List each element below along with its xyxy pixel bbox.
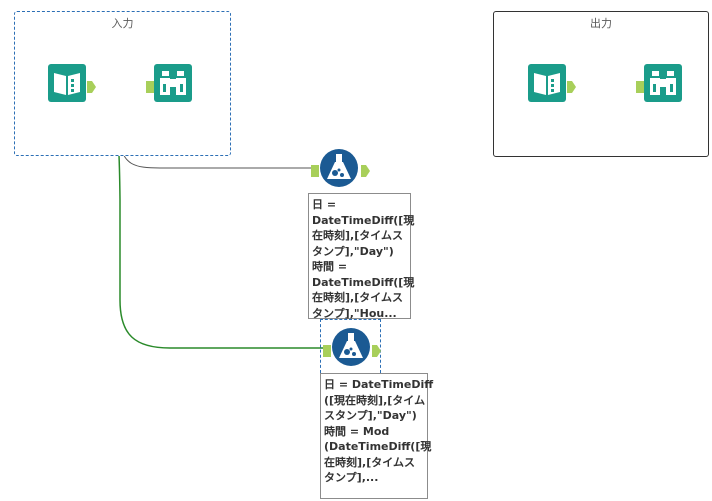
annotation-line: ([現在時刻],[タイム <box>324 393 426 407</box>
annotation-line: 日 = DateTimeDiff <box>324 378 434 391</box>
formula1-output-anchor[interactable] <box>361 162 370 181</box>
annotation-line: 時間 = Mod <box>324 424 390 438</box>
browse-tool[interactable] <box>154 64 192 106</box>
container-output-title: 出力 <box>590 17 612 30</box>
annotation-line: (DateTimeDiff([現 <box>324 440 432 453</box>
flask-icon <box>320 149 358 187</box>
selection-frame <box>320 319 381 373</box>
binoculars-icon <box>154 64 192 102</box>
output-browse-tool[interactable] <box>644 64 682 106</box>
formula1-annotation: 日 = DateTimeDiff([現 在時刻],[タイムス タンプ],"Day… <box>308 193 415 320</box>
output-input-data-tool[interactable] <box>528 64 566 106</box>
binoculars-icon <box>644 64 682 102</box>
browse-input-anchor[interactable] <box>146 78 154 97</box>
formula-tool-1[interactable] <box>319 148 359 192</box>
annotation-line: DateTimeDiff([現 <box>312 213 415 227</box>
formula2-input-anchor[interactable] <box>323 342 331 361</box>
formula2-output-anchor[interactable] <box>372 342 381 361</box>
annotation-line: 在時刻],[タイムス <box>324 455 416 469</box>
output-input-output-anchor[interactable] <box>567 78 576 97</box>
book-input-icon <box>48 64 86 102</box>
annotation-line: DateTimeDiff([現 <box>312 275 415 289</box>
container-input[interactable]: 入力 <box>14 11 231 156</box>
input-output-anchor[interactable] <box>87 78 96 97</box>
annotation-line: 在時刻],[タイムス <box>312 291 404 304</box>
annotation-line: 日 = <box>312 198 337 211</box>
flask-icon <box>332 328 370 366</box>
annotation-line: タンプ],"Day") <box>312 244 394 258</box>
output-browse-input-anchor[interactable] <box>636 78 644 97</box>
formula2-annotation: 日 = DateTimeDiff ([現在時刻],[タイム スタンプ],"Day… <box>320 373 434 499</box>
annotation-line: 在時刻],[タイムス <box>312 229 404 242</box>
formula-tool-2[interactable] <box>331 327 371 371</box>
annotation-line: タンプ],"Hou... <box>312 306 397 320</box>
annotation-line: スタンプ],"Day") <box>324 409 417 422</box>
input-data-tool[interactable] <box>48 64 86 106</box>
container-input-title: 入力 <box>111 17 134 30</box>
book-input-icon <box>528 64 566 102</box>
annotation-line: 時間 = <box>312 260 348 273</box>
formula1-input-anchor[interactable] <box>311 162 319 181</box>
annotation-line: タンプ],... <box>324 471 379 484</box>
